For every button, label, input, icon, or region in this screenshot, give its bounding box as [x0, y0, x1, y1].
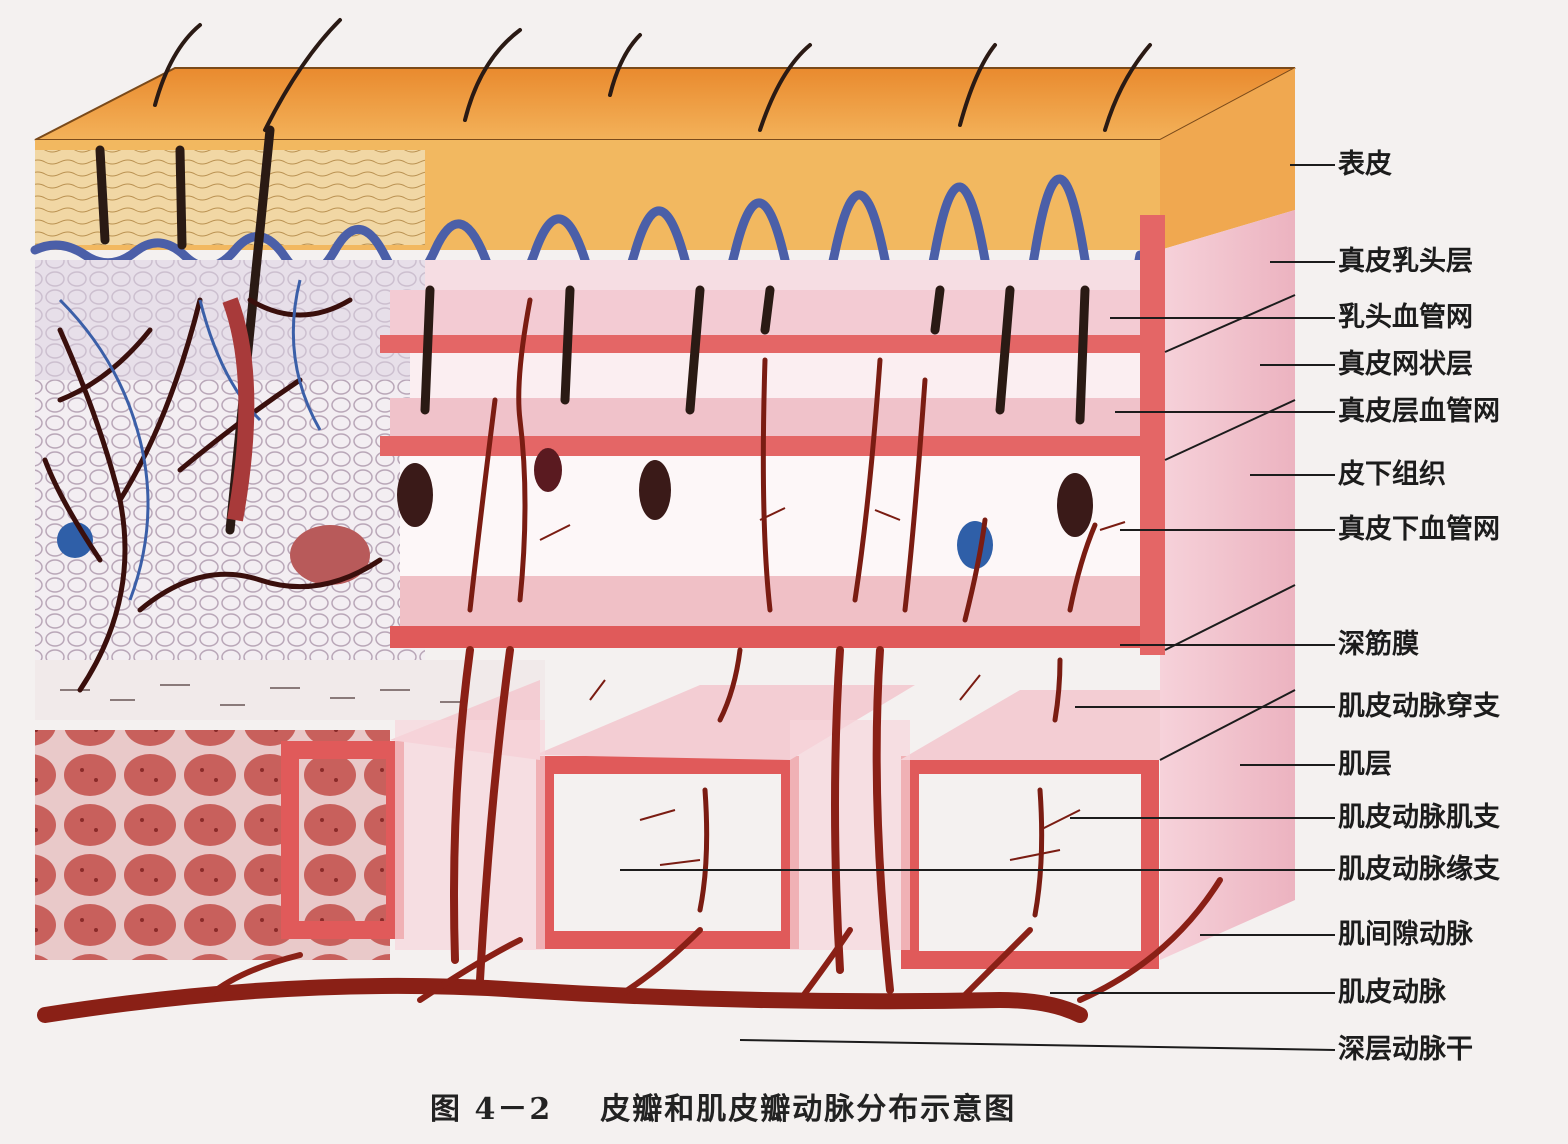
label-dermal-plexus: 真皮层血管网	[1338, 396, 1500, 428]
figure-number: 图 4－2	[430, 1084, 552, 1128]
label-papillary-plexus: 乳头血管网	[1338, 302, 1473, 334]
label-perforator: 肌皮动脉穿支	[1338, 691, 1500, 723]
label-marginal-branch: 肌皮动脉缘支	[1338, 854, 1500, 886]
label-epidermis: 表皮	[1338, 149, 1392, 181]
figure-caption: 图 4－2 皮瓣和肌皮瓣动脉分布示意图	[430, 1084, 1016, 1128]
label-reticular-dermis: 真皮网状层	[1338, 349, 1473, 381]
label-muscular-branch: 肌皮动脉肌支	[1338, 802, 1500, 834]
label-intermuscular-artery: 肌间隙动脉	[1338, 919, 1473, 951]
label-deep-artery-trunk: 深层动脉干	[1338, 1034, 1473, 1066]
label-subcutaneous-tissue: 皮下组织	[1338, 459, 1446, 491]
label-subdermal-plexus: 真皮下血管网	[1338, 514, 1500, 546]
label-deep-fascia: 深筋膜	[1338, 629, 1419, 661]
figure-title: 皮瓣和肌皮瓣动脉分布示意图	[600, 1084, 1016, 1128]
layer-slabs	[380, 215, 1165, 655]
right-side-face	[1160, 210, 1295, 960]
label-papillary-dermis: 真皮乳头层	[1338, 246, 1473, 278]
label-muscle-layer: 肌层	[1338, 749, 1392, 781]
deep-artery-trunk	[45, 986, 1080, 1015]
label-musculocutaneous-artery: 肌皮动脉	[1338, 977, 1446, 1009]
